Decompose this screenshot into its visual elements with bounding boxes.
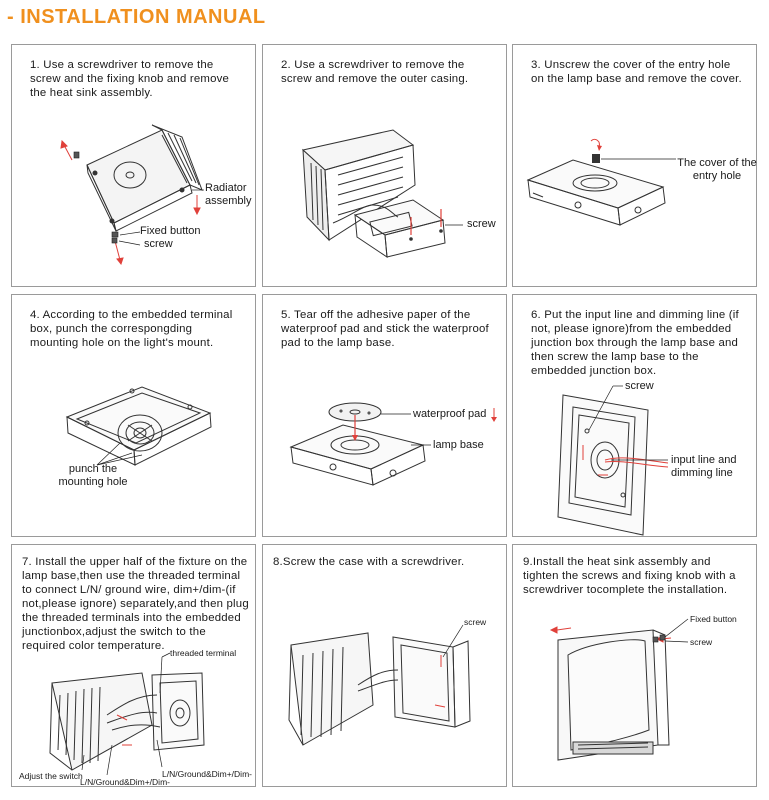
page-title: - INSTALLATION MANUAL xyxy=(7,6,266,29)
step-8-illustration xyxy=(263,545,508,788)
fixed-button-label: Fixed button xyxy=(690,614,737,624)
step-9-panel: 9.Install the heat sink assembly and tig… xyxy=(512,544,757,787)
input-dimming-line-label: input line and dimming line xyxy=(671,454,753,480)
step-7-panel: 7. Install the upper half of the fixture… xyxy=(11,544,256,787)
screw-label: screw xyxy=(144,238,173,251)
step-9-illustration xyxy=(513,545,758,788)
wiring-label-right: L/N/Ground&Dim+/Dim- xyxy=(162,769,252,779)
step-3-panel: 3. Unscrew the cover of the entry hole o… xyxy=(512,44,757,287)
step-1-panel: 1. Use a screwdriver to remove the screw… xyxy=(11,44,256,287)
step-8-panel: 8.Screw the case with a screwdriver. scr… xyxy=(262,544,507,787)
step-1-illustration xyxy=(12,45,257,288)
screw-label: screw xyxy=(464,617,486,627)
step-6-illustration xyxy=(513,295,758,538)
fixed-button-label: Fixed button xyxy=(140,225,201,238)
step-6-panel: 6. Put the input line and dimming line (… xyxy=(512,294,757,537)
step-7-illustration xyxy=(12,545,257,788)
punch-mounting-hole-label: punch the mounting hole xyxy=(48,463,138,489)
step-4-panel: 4. According to the embedded terminal bo… xyxy=(11,294,256,537)
screw-label: screw xyxy=(625,380,654,393)
step-4-illustration xyxy=(12,295,257,538)
entry-hole-cover-label: The cover of the entry hole xyxy=(677,157,757,183)
radiator-assembly-label: Radiator assembly xyxy=(205,182,255,208)
waterproof-pad-label: waterproof pad xyxy=(413,408,486,421)
lamp-base-label: lamp base xyxy=(433,439,484,452)
wiring-label-bottom: L/N/Ground&Dim+/Dim- xyxy=(80,777,170,787)
screw-label: screw xyxy=(690,637,712,647)
screw-label: screw xyxy=(467,218,496,231)
step-2-panel: 2. Use a screwdriver to remove the screw… xyxy=(262,44,507,287)
threaded-terminal-label: threaded terminal xyxy=(170,648,236,658)
step-2-illustration xyxy=(263,45,508,288)
step-5-panel: 5. Tear off the adhesive paper of the wa… xyxy=(262,294,507,537)
adjust-switch-label: Adjust the switch xyxy=(19,771,83,781)
